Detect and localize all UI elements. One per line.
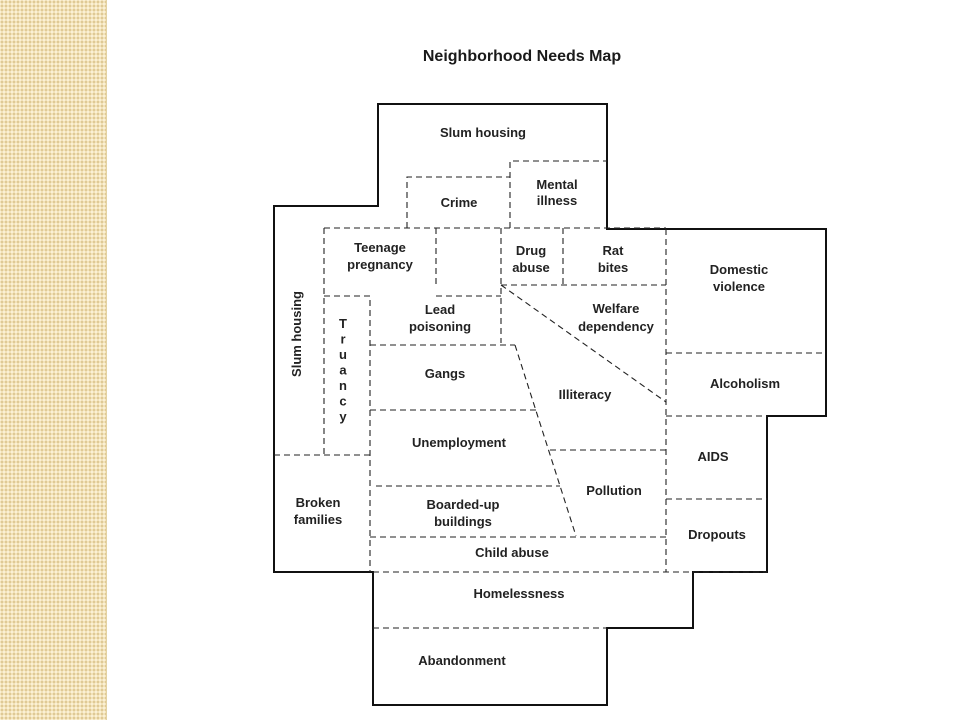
region-label-line: Domestic — [710, 262, 769, 277]
region-label-line: Welfare — [593, 301, 640, 316]
region-label-line: Crime — [441, 195, 478, 210]
region-label-line: Broken — [296, 495, 341, 510]
region-domestic-violence: Domestic violence — [710, 262, 769, 294]
region-label-line: Lead — [425, 302, 455, 317]
region-rat-bites: Rat bites — [598, 243, 628, 275]
region-label-line: Teenage — [354, 240, 406, 255]
region-label-line: r — [340, 332, 345, 347]
region-slum-housing-left: Slum housing — [289, 291, 304, 377]
diagram-title: Neighborhood Needs Map — [422, 48, 622, 65]
region-label-line: n — [339, 378, 347, 393]
region-label-line: Child abuse — [475, 545, 549, 560]
region-homelessness: Homelessness — [473, 586, 564, 601]
region-dropouts: Dropouts — [688, 527, 746, 542]
region-label-line: illness — [537, 193, 577, 208]
map-outline — [273, 103, 827, 706]
region-label-line: u — [339, 347, 347, 362]
region-label-line: Rat — [603, 243, 625, 258]
region-teenage-pregnancy: Teenage pregnancy — [347, 240, 414, 272]
region-label-line: Homelessness — [473, 586, 564, 601]
region-label-line: Illiteracy — [559, 387, 613, 402]
region-crime: Crime — [441, 195, 478, 210]
region-label-line: Alcoholism — [710, 376, 780, 391]
region-label-line: dependency — [578, 319, 655, 334]
region-label-line: abuse — [512, 260, 550, 275]
region-label-line: violence — [713, 279, 765, 294]
decorative-side-strip — [0, 0, 107, 720]
region-aids: AIDS — [697, 449, 728, 464]
region-label-line: Drug — [516, 243, 546, 258]
region-slum-housing-top: Slum housing — [440, 125, 526, 140]
region-lead-poisoning: Lead poisoning — [409, 302, 471, 334]
region-drug-abuse: Drug abuse — [512, 243, 550, 275]
region-label-line: families — [294, 512, 342, 527]
region-label-line: pregnancy — [347, 257, 414, 272]
region-label-line: Boarded-up — [427, 497, 500, 512]
region-pollution: Pollution — [586, 483, 642, 498]
region-unemployment: Unemployment — [412, 435, 507, 450]
region-label-line: y — [339, 409, 347, 424]
region-label-line: Unemployment — [412, 435, 507, 450]
region-alcoholism: Alcoholism — [710, 376, 780, 391]
region-label-line: T — [339, 316, 347, 331]
region-label-line: Mental — [536, 177, 577, 192]
region-label-line: buildings — [434, 514, 492, 529]
region-label-line: Pollution — [586, 483, 642, 498]
region-label-line: Gangs — [425, 366, 465, 381]
region-abandonment: Abandonment — [418, 653, 506, 668]
region-label-line: Slum housing — [440, 125, 526, 140]
region-broken-families: Broken families — [294, 495, 342, 527]
region-gangs: Gangs — [425, 366, 465, 381]
region-welfare-dependency: Welfare dependency — [578, 301, 655, 334]
region-label-line: AIDS — [697, 449, 728, 464]
region-child-abuse: Child abuse — [475, 545, 549, 560]
region-label-line: bites — [598, 260, 628, 275]
region-label-line: Abandonment — [418, 653, 506, 668]
region-illiteracy: Illiteracy — [559, 387, 613, 402]
region-boarded-up-buildings: Boarded-up buildings — [427, 497, 500, 529]
region-label-line: Dropouts — [688, 527, 746, 542]
region-dividers — [274, 160, 826, 629]
region-label-line: c — [339, 394, 346, 409]
region-label-line: a — [339, 363, 347, 378]
region-label-line: poisoning — [409, 319, 471, 334]
